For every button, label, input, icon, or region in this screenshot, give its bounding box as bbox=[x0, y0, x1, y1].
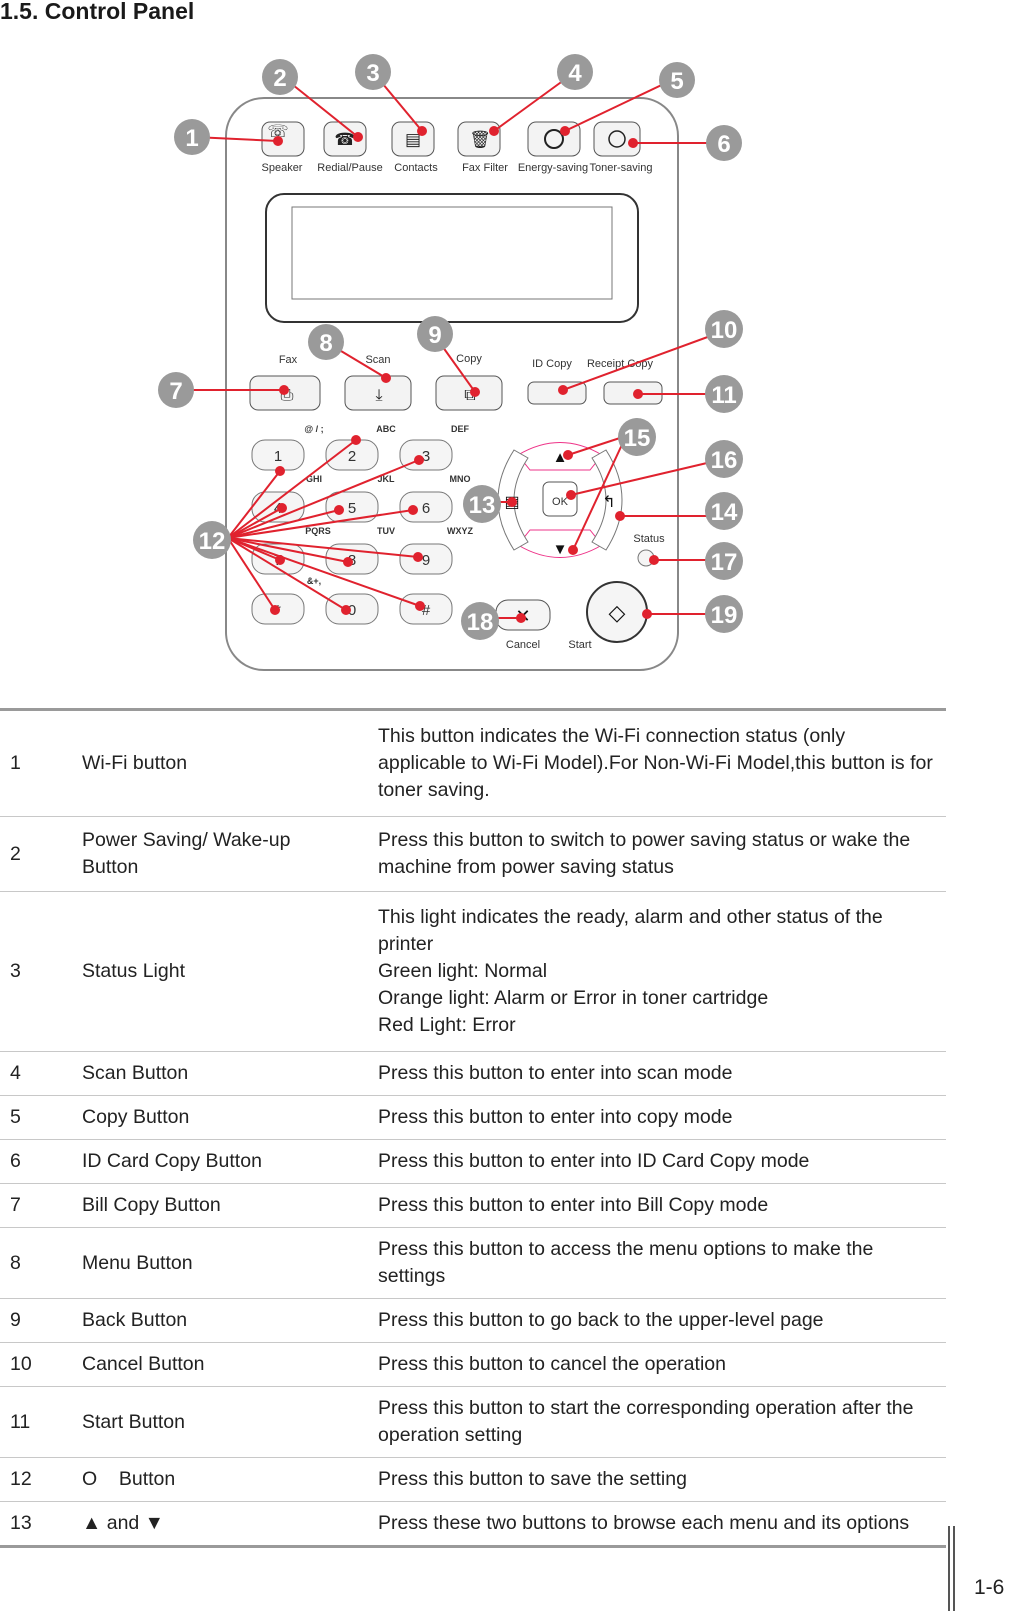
down-arrow-icon: ▼ bbox=[553, 541, 568, 558]
svg-text:Contacts: Contacts bbox=[394, 162, 438, 174]
svg-text:GHI: GHI bbox=[306, 474, 322, 484]
svg-text:ID Copy: ID Copy bbox=[532, 358, 572, 370]
page-title: 1.5. Control Panel bbox=[0, 0, 195, 24]
svg-text:Toner-saving: Toner-saving bbox=[590, 162, 653, 174]
svg-text:Speaker: Speaker bbox=[262, 162, 303, 174]
contacts-icon: ▤ bbox=[405, 130, 421, 149]
svg-text:9: 9 bbox=[428, 322, 441, 349]
svg-text:@ / ;: @ / ; bbox=[304, 424, 323, 434]
table-row: 13 ▲ and ▼ Press these two buttons to br… bbox=[0, 1502, 946, 1547]
svg-text:Receipt Copy: Receipt Copy bbox=[587, 358, 654, 370]
table-row: 12 O Button Press this button to save th… bbox=[0, 1458, 946, 1502]
svg-text:13: 13 bbox=[469, 492, 496, 519]
table-row: 3 Status Light This light indicates the … bbox=[0, 892, 946, 1052]
svg-text:9: 9 bbox=[422, 552, 430, 569]
back-icon: ↰ bbox=[602, 494, 615, 511]
svg-text:5: 5 bbox=[348, 500, 356, 517]
scan-icon: ⤓ bbox=[375, 387, 382, 404]
svg-text:8: 8 bbox=[319, 330, 332, 357]
control-panel-illustration: ☏ ☎ ▤ 🗑 Speaker Redial/Pause Contacts Fa… bbox=[158, 54, 743, 671]
start-diamond-icon: ◇ bbox=[609, 600, 626, 625]
svg-text:Status: Status bbox=[633, 533, 665, 545]
svg-text:Energy-saving: Energy-saving bbox=[518, 162, 588, 174]
svg-text:Copy: Copy bbox=[456, 353, 482, 365]
svg-text:1: 1 bbox=[274, 448, 282, 465]
svg-text:ABC: ABC bbox=[376, 424, 396, 434]
svg-text:15: 15 bbox=[624, 425, 651, 452]
svg-text:12: 12 bbox=[199, 528, 226, 555]
svg-text:Cancel: Cancel bbox=[506, 639, 540, 651]
nav-pad: OK ▲ ▼ ▤ ↰ bbox=[497, 442, 623, 558]
svg-text:18: 18 bbox=[467, 609, 494, 636]
keypad: @ / ; ABC DEF GHI JKL MNO PQRS TUV WXYZ … bbox=[251, 424, 474, 625]
svg-text:2: 2 bbox=[348, 448, 356, 465]
power-icon bbox=[544, 129, 564, 149]
table-row: 4 Scan Button Press this button to enter… bbox=[0, 1052, 946, 1096]
svg-text:7: 7 bbox=[169, 378, 182, 405]
svg-text:Redial/Pause: Redial/Pause bbox=[317, 162, 382, 174]
page-margin-rule bbox=[948, 1526, 955, 1611]
table-row: 9 Back Button Press this button to go ba… bbox=[0, 1299, 946, 1343]
svg-text:4: 4 bbox=[568, 60, 582, 87]
svg-text:16: 16 bbox=[711, 447, 738, 474]
svg-text:11: 11 bbox=[711, 382, 736, 409]
svg-text:#: # bbox=[422, 602, 431, 619]
svg-text:DEF: DEF bbox=[451, 424, 470, 434]
svg-text:1: 1 bbox=[185, 125, 198, 152]
table-row: 6 ID Card Copy Button Press this button … bbox=[0, 1140, 946, 1184]
svg-text:Fax: Fax bbox=[279, 354, 298, 366]
trash-icon: 🗑 bbox=[469, 130, 491, 149]
page-number: 1-6 bbox=[974, 1576, 1005, 1599]
svg-text:19: 19 bbox=[711, 602, 738, 629]
mode-buttons: Fax Scan Copy ID Copy Receipt Copy ⎙ ⤓ ⧉ bbox=[249, 353, 663, 411]
svg-text:14: 14 bbox=[711, 499, 738, 526]
table-row: 2 Power Saving/ Wake-up Button Press thi… bbox=[0, 817, 946, 892]
svg-text:JKL: JKL bbox=[377, 474, 395, 484]
callout-badges: 1 2 3 4 5 6 7 8 9 10 11 12 13 14 15 16 1… bbox=[158, 54, 743, 640]
svg-text:3: 3 bbox=[366, 60, 379, 87]
svg-text:17: 17 bbox=[711, 549, 738, 576]
lcd-screen bbox=[291, 206, 613, 300]
svg-text:5: 5 bbox=[670, 68, 683, 95]
table-row: 10 Cancel Button Press this button to ca… bbox=[0, 1343, 946, 1387]
table-row: 7 Bill Copy Button Press this button to … bbox=[0, 1184, 946, 1228]
svg-text:PQRS: PQRS bbox=[305, 526, 331, 536]
redial-icon: ☎ bbox=[334, 130, 355, 149]
svg-text:0: 0 bbox=[348, 602, 356, 619]
copy-icon: ⧉ bbox=[464, 387, 475, 404]
svg-text:WXYZ: WXYZ bbox=[447, 526, 474, 536]
svg-text:Start: Start bbox=[568, 639, 591, 651]
control-panel-table: 1 Wi-Fi button This button indicates the… bbox=[0, 708, 946, 1548]
svg-text:3: 3 bbox=[422, 448, 430, 465]
table-row: 11 Start Button Press this button to sta… bbox=[0, 1387, 946, 1458]
svg-text:10: 10 bbox=[711, 317, 738, 344]
svg-text:6: 6 bbox=[422, 500, 430, 517]
svg-text:Scan: Scan bbox=[365, 354, 390, 366]
table-row: 5 Copy Button Press this button to enter… bbox=[0, 1096, 946, 1140]
svg-text:OK: OK bbox=[552, 496, 569, 508]
svg-text:Fax Filter: Fax Filter bbox=[462, 162, 508, 174]
speaker-icon: ☏ bbox=[267, 122, 288, 141]
toner-icon bbox=[608, 130, 626, 148]
table-row: 1 Wi-Fi button This button indicates the… bbox=[0, 709, 946, 817]
svg-text:&+,: &+, bbox=[307, 576, 321, 586]
svg-text:TUV: TUV bbox=[377, 526, 395, 536]
svg-text:6: 6 bbox=[717, 131, 730, 158]
svg-text:MNO: MNO bbox=[450, 474, 471, 484]
table-row: 8 Menu Button Press this button to acces… bbox=[0, 1228, 946, 1299]
svg-text:2: 2 bbox=[273, 65, 286, 92]
